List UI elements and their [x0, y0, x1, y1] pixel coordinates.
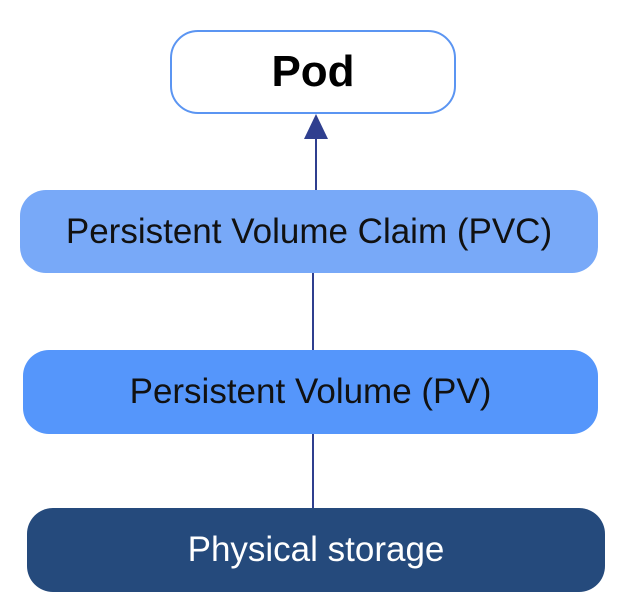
persistent-volume-node: Persistent Volume (PV)	[23, 350, 598, 434]
arrowhead-to-pod	[304, 114, 328, 139]
pod-node: Pod	[170, 30, 456, 114]
physical-storage-node: Physical storage	[27, 508, 605, 592]
persistent-volume-claim-node: Persistent Volume Claim (PVC)	[20, 190, 598, 273]
